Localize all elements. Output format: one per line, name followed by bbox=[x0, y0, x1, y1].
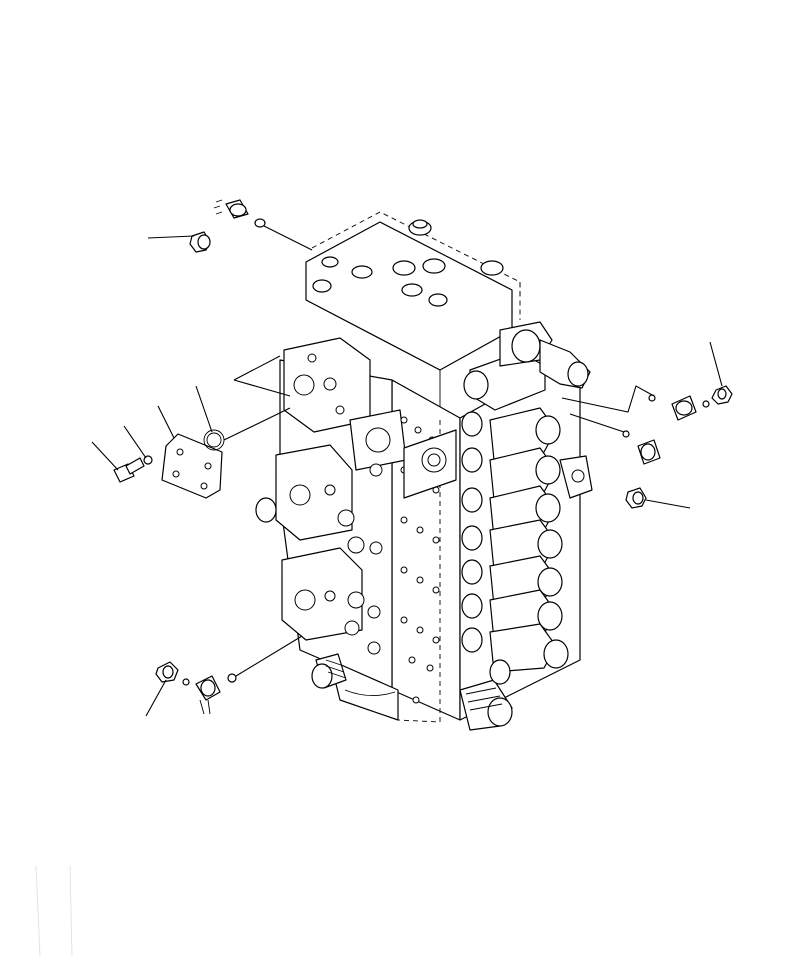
top-left-cap-nut bbox=[147, 231, 211, 253]
lower-port-fitting bbox=[311, 653, 513, 731]
spool-caps-right bbox=[461, 321, 593, 673]
bottom-left-fittings bbox=[145, 635, 303, 717]
right-fittings bbox=[561, 341, 733, 509]
cover-plate-leaders bbox=[91, 355, 291, 471]
cover-plate-assembly bbox=[113, 407, 291, 499]
top-elbow-fitting bbox=[213, 199, 313, 251]
left-side-sections bbox=[255, 337, 407, 655]
spine-ports bbox=[400, 416, 457, 704]
scan-marks bbox=[35, 865, 73, 957]
top-bolts bbox=[312, 219, 504, 307]
